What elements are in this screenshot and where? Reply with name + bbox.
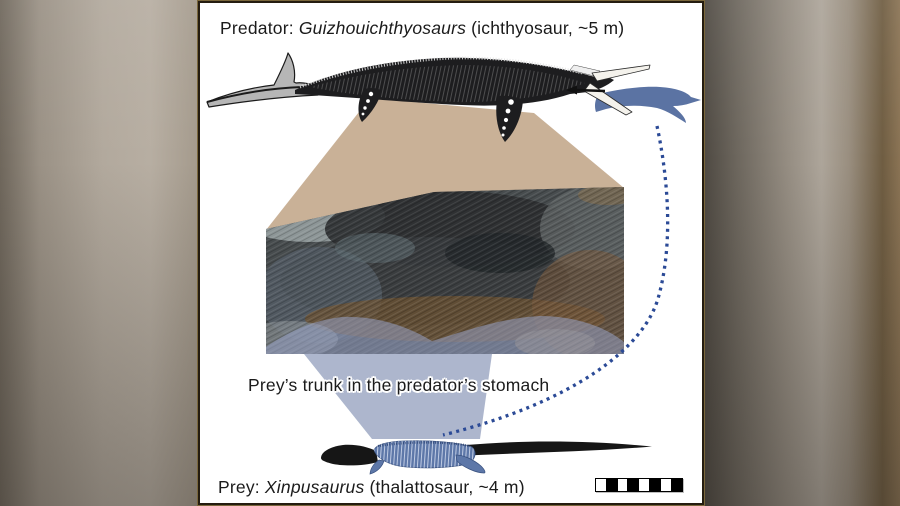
predator-rear-flipper — [358, 87, 382, 122]
scale-bar-segment — [649, 479, 661, 491]
fossil-trunk-highlight — [266, 316, 624, 354]
predator-label: Predator: Guizhouichthyosaurs (ichthyosa… — [220, 18, 624, 39]
prey-label: Prey: Xinpusaurus (thalattosaur, ~4 m) — [218, 477, 525, 498]
figure-graphic — [206, 52, 701, 475]
predator-tail-fluke — [206, 52, 319, 108]
prey-rear-flipper — [455, 454, 486, 474]
background-right — [704, 0, 900, 506]
prey-head — [321, 444, 378, 466]
predator-label-suffix: (ichthyosaur, ~5 m) — [466, 18, 625, 38]
predator-taxon: Guizhouichthyosaurs — [298, 18, 467, 38]
scale-bar-segment — [671, 479, 683, 491]
predator-illustration — [206, 52, 701, 142]
prey-front-flipper — [369, 459, 385, 475]
scale-bar-segment — [606, 479, 618, 491]
prey-label-suffix: (thalattosaur, ~4 m) — [364, 477, 525, 497]
predator-front-flipper — [496, 95, 523, 142]
predator-upper-jaw — [591, 64, 651, 82]
scale-bar-segment — [639, 479, 650, 491]
ingestion-arrow — [566, 85, 606, 95]
magnification-cone-lower — [304, 354, 492, 439]
predator-label-prefix: Predator: — [220, 18, 299, 38]
prey-in-mouth — [595, 86, 701, 123]
stomach-contents-label: Prey’s trunk in the predator’s stomach — [248, 375, 550, 395]
scale-bar-segment — [617, 479, 629, 491]
figure-panel: Predator: Guizhouichthyosaurs (ichthyosa… — [198, 1, 704, 505]
prey-tail — [466, 441, 652, 456]
prey-illustration — [321, 440, 652, 475]
scale-bar-segment — [628, 479, 640, 491]
scale-bar — [595, 478, 684, 492]
scale-bar-segment — [660, 479, 672, 491]
prey-taxon: Xinpusaurus — [264, 477, 365, 497]
scale-bar-segment — [596, 479, 607, 491]
prey-label-prefix: Prey: — [218, 477, 265, 497]
background-left — [0, 0, 198, 506]
